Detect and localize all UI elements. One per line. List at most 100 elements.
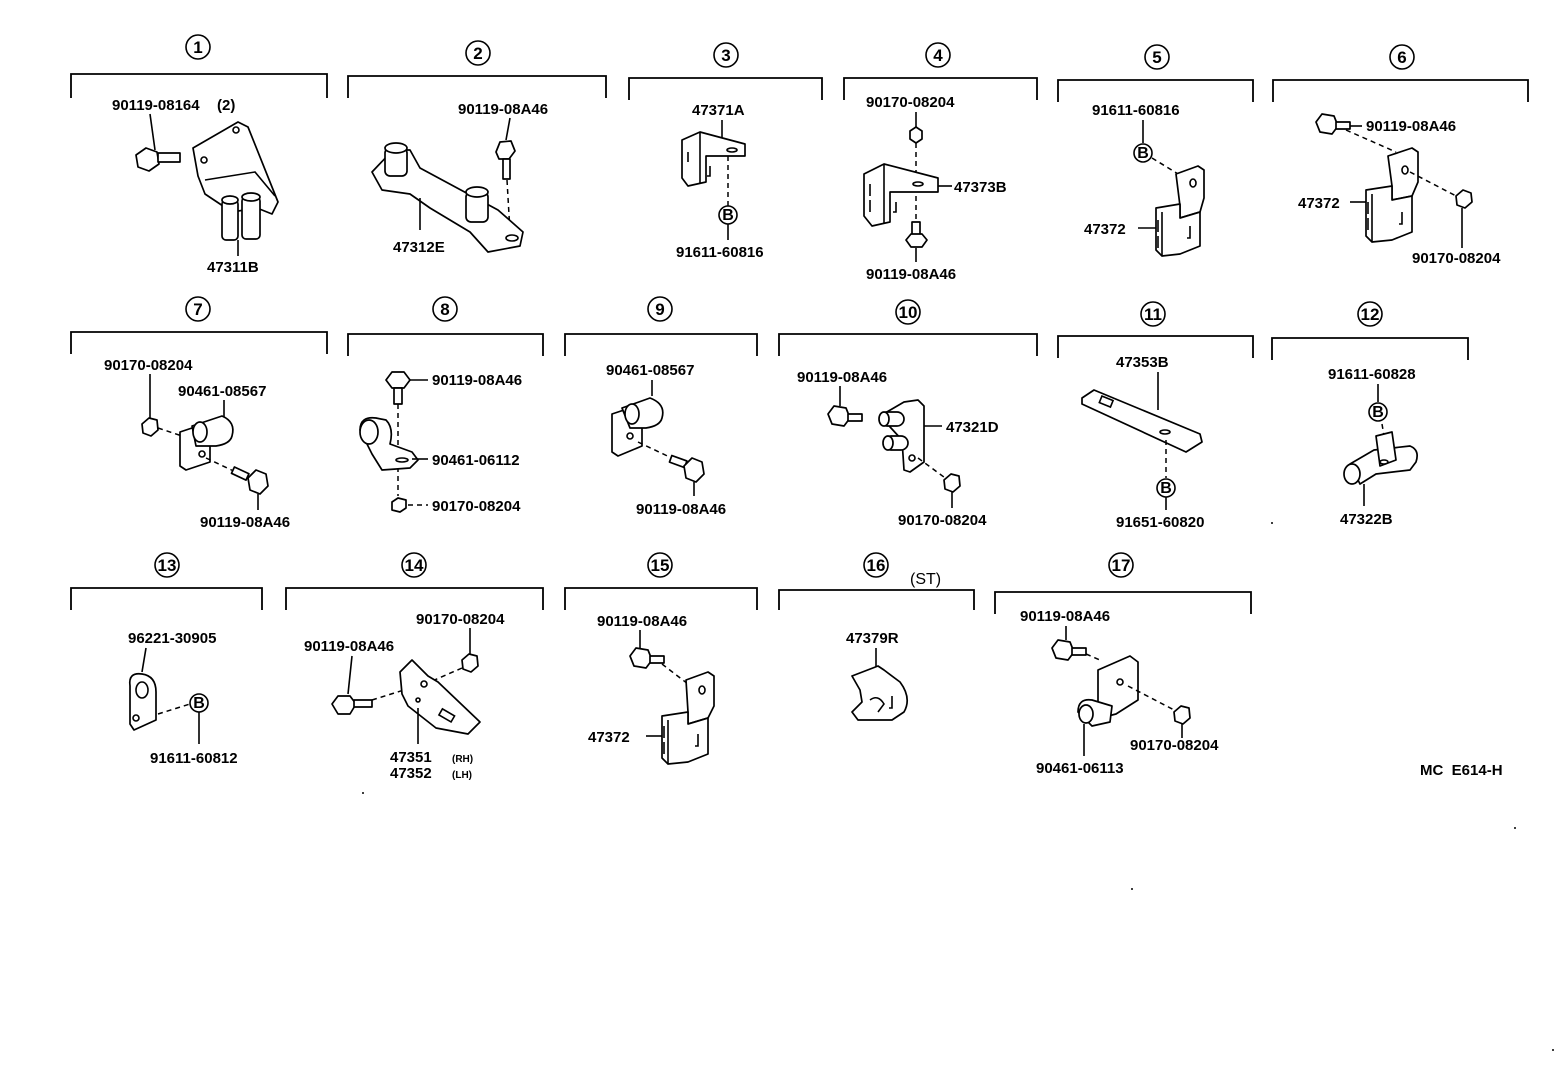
part-label: 91611-60812: [150, 750, 238, 767]
part-label: 47379R: [846, 630, 899, 647]
group-bracket: [628, 77, 823, 100]
group-bracket: [564, 587, 758, 610]
group-bracket: [564, 333, 758, 356]
group-bracket: [1057, 335, 1254, 358]
group-number-circle: [401, 552, 427, 578]
part-label: 91611-60816: [1092, 102, 1180, 119]
part-label: 90461-08567: [606, 362, 694, 379]
group-number-circle: [863, 552, 889, 578]
l-bracket-icon: [1365, 147, 1419, 243]
figure-reference: MC E614-H: [1420, 762, 1503, 779]
group-bracket: [778, 589, 975, 610]
part-label: 47353B: [1116, 354, 1169, 371]
part-label: 47373B: [954, 179, 1007, 196]
part-label: 90119-08A46: [636, 501, 726, 518]
bolt-icon: [135, 147, 181, 172]
group-number-circle: [1389, 44, 1415, 70]
nut-icon: [391, 497, 407, 513]
bolt-icon: [905, 221, 928, 248]
plate-bracket-icon: [399, 659, 481, 735]
part-label: 90170-08204: [898, 512, 987, 529]
assembly-line: [917, 457, 949, 481]
b-marker-label: B: [1372, 404, 1384, 421]
part-label: 96221-30905: [128, 630, 216, 647]
group-number-circle: [185, 296, 211, 322]
group-number-circle: [465, 40, 491, 66]
group-number: 13: [158, 556, 177, 575]
group-number-circle: [895, 299, 921, 325]
part-qty: (2): [217, 97, 235, 114]
b-marker-icon: [1133, 143, 1153, 163]
b-marker-label: B: [722, 207, 734, 224]
group-1: 1 90119-08164 (2) 47311B: [70, 34, 328, 276]
leader-line: [141, 647, 147, 673]
part-label: 47352: [390, 765, 432, 782]
part-label: 90170-08204: [1130, 737, 1219, 754]
group-number-circle: [713, 42, 739, 68]
bolt-icon: [1051, 639, 1087, 661]
group-7: 7 90170-08204 90461-08567 90119-08A46: [70, 296, 328, 531]
scan-specks: [362, 522, 1554, 1051]
nut-icon: [461, 653, 479, 673]
part-label: 90170-08204: [866, 94, 955, 111]
bolt-icon: [495, 140, 516, 180]
nut-icon: [943, 473, 961, 493]
part-label: 90170-08204: [432, 498, 521, 515]
part-label: 90461-08567: [178, 383, 266, 400]
group-number-circle: [1357, 301, 1383, 327]
group-number: 4: [933, 46, 943, 65]
group-bracket: [70, 331, 328, 354]
group-number: 2: [473, 44, 482, 63]
part-label: 91651-60820: [1116, 514, 1204, 531]
leader-line: [149, 113, 156, 151]
group-number: 15: [651, 556, 670, 575]
group-number-circle: [925, 42, 951, 68]
group-bracket: [285, 587, 544, 610]
bolt-icon: [668, 454, 705, 483]
group-number-circle: [1140, 301, 1166, 327]
part-label: 90119-08A46: [597, 613, 687, 630]
group-9: 9 90461-08567 90119-08A46: [564, 296, 758, 518]
assembly-line: [1345, 129, 1397, 153]
group-3: 3 47371A B 91611-60816: [628, 42, 823, 261]
part-label: 90119-08A46: [1366, 118, 1456, 135]
group-number: 9: [655, 300, 664, 319]
group-number: 10: [899, 303, 918, 322]
group-11: 11 47353B B 91651-60820: [1057, 301, 1254, 531]
group-bracket: [347, 333, 544, 356]
variant-note: (ST): [910, 571, 941, 588]
group-bracket: [1272, 79, 1529, 102]
nut-icon: [1455, 189, 1473, 209]
leader-line: [347, 655, 353, 695]
group-16: 16 (ST) 47379R: [778, 552, 975, 721]
part-label: 90461-06112: [432, 452, 520, 469]
group-bracket: [843, 77, 1038, 100]
group-bracket: [70, 73, 328, 98]
clamp-bracket-icon: [179, 415, 234, 471]
group-number: 1: [193, 38, 202, 57]
assembly-line: [1085, 653, 1101, 661]
bolt-icon: [385, 371, 411, 405]
bolt-icon: [331, 695, 373, 715]
bolt-icon: [230, 466, 269, 495]
assembly-line: [157, 703, 191, 715]
group-number: 3: [721, 46, 730, 65]
part-side: (LH): [452, 770, 472, 781]
group-number: 11: [1144, 305, 1162, 324]
group-number: 16: [867, 556, 886, 575]
part-label: 47322B: [1340, 511, 1393, 528]
group-6: 6 90119-08A46 47372 90170-08204: [1272, 44, 1529, 267]
nut-icon: [1173, 705, 1191, 725]
group-number: 6: [1397, 48, 1406, 67]
b-marker-label: B: [193, 695, 205, 712]
group-12: 12 91611-60828 B 47322B: [1271, 301, 1469, 528]
part-label: 91611-60816: [676, 244, 764, 261]
group-number: 14: [405, 556, 424, 575]
part-label: 47321D: [946, 419, 999, 436]
part-label: 90119-08A46: [1020, 608, 1110, 625]
nut-icon: [141, 417, 159, 437]
part-label: 47312E: [393, 239, 445, 256]
part-label: 90170-08204: [1412, 250, 1501, 267]
group-5: 5 91611-60816 B 47372: [1057, 44, 1254, 257]
